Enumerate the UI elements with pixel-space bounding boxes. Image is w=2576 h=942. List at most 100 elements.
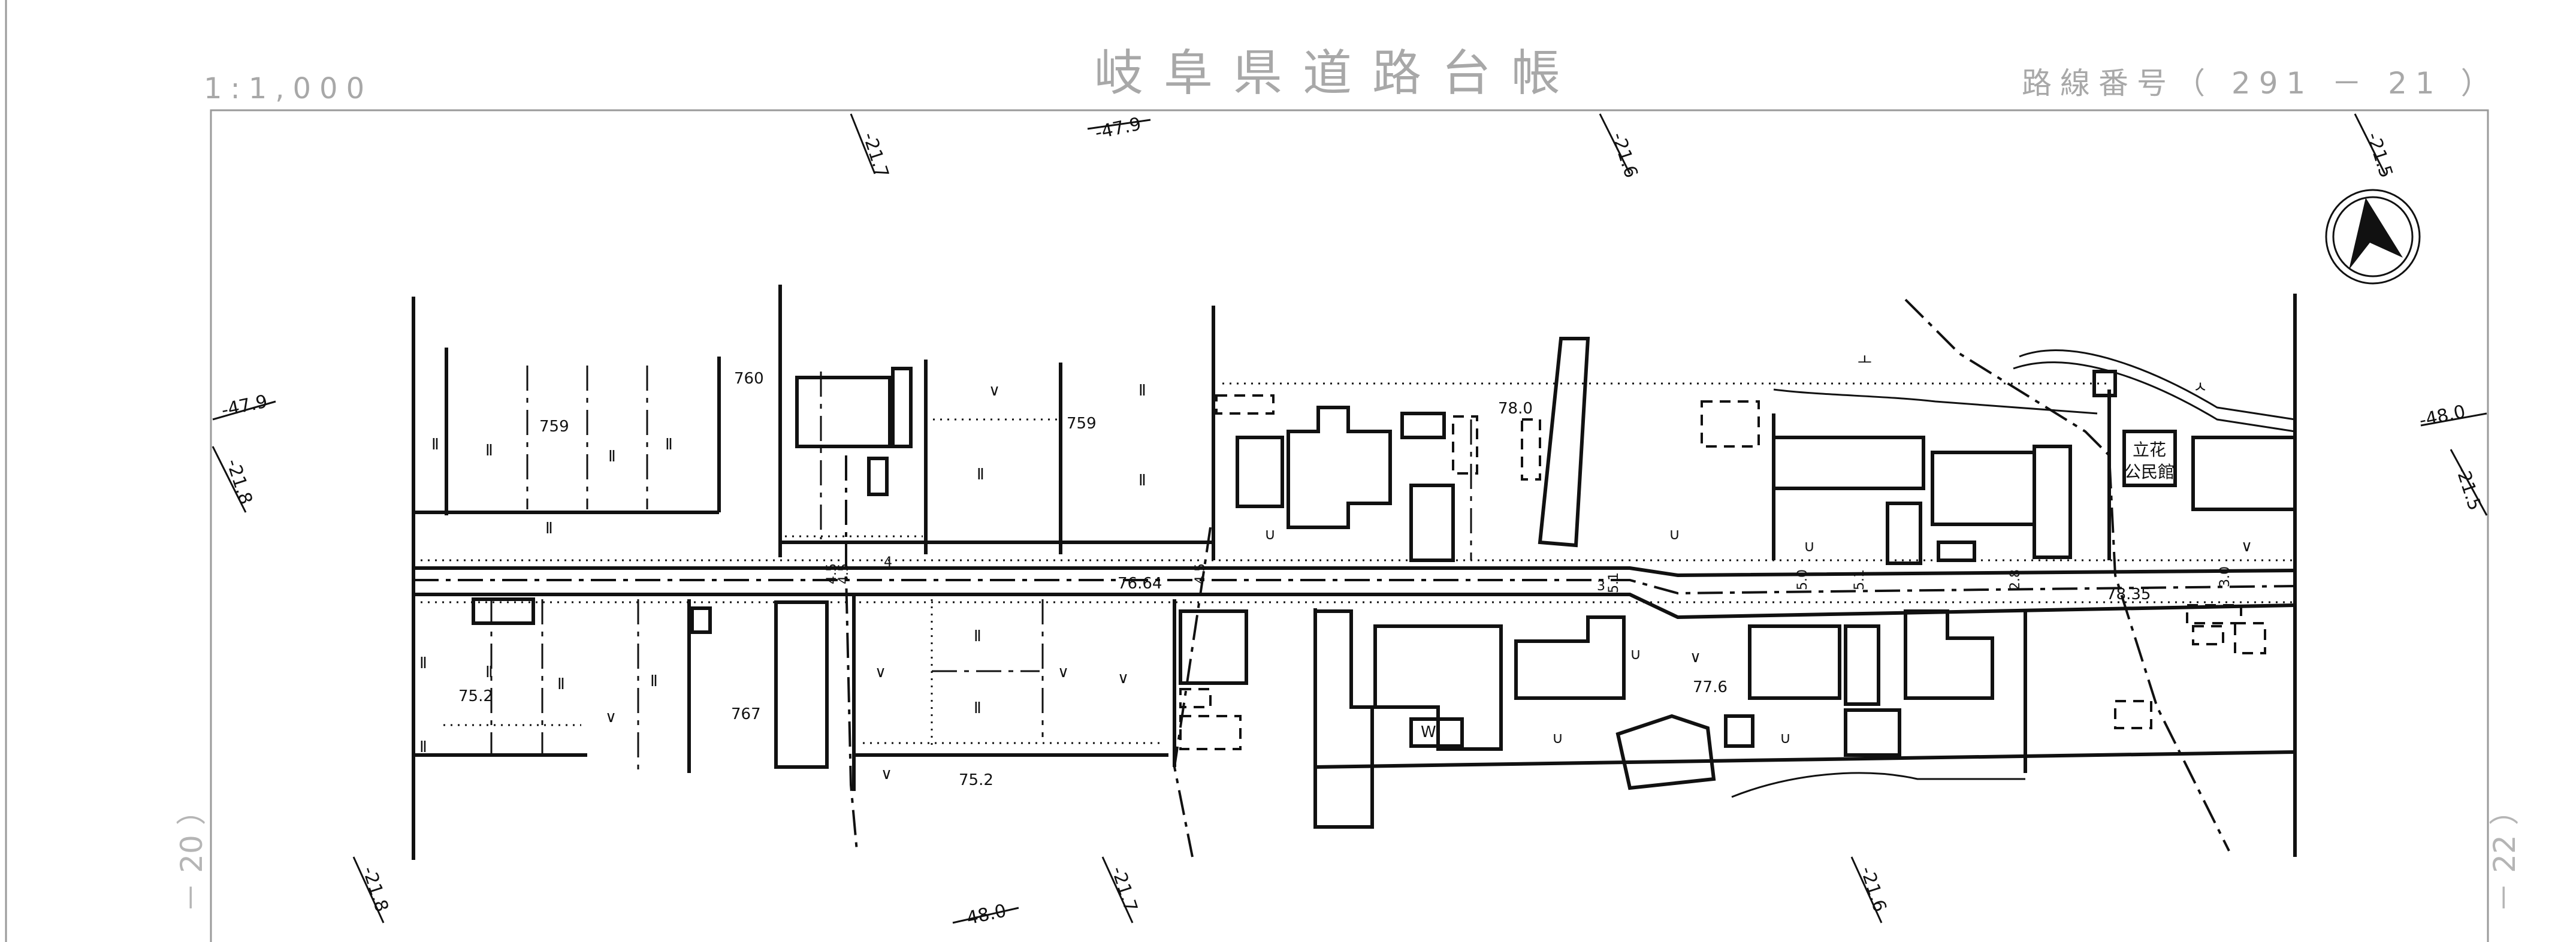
residence-mark: ∪ [1630,645,1641,663]
paddy-mark: Ⅱ [485,663,493,681]
grid-tick [850,113,876,174]
lot-number: 77.6 [1693,678,1728,696]
building [1844,624,1880,706]
building [1772,436,1925,490]
grid-tick [1599,113,1631,174]
planned-building [2186,604,2242,624]
grid-ticks [212,113,2488,924]
road-width: 4.5 [825,563,839,584]
building [1748,624,1841,700]
lot-number: 760 [734,370,764,388]
lot-number: 78.0 [1498,400,1533,418]
building [891,367,913,448]
road-elevation: 76.64 [1118,575,1162,593]
paddy-mark: Ⅱ [608,448,616,466]
buildings-north-planned [1215,394,1760,481]
scale-label: 1:1,000 [204,72,373,105]
residence-mark: ∪ [1552,729,1563,747]
sheet-title: 岐阜県道路台帳 [1094,45,1581,102]
planned-building [1179,715,1242,750]
planned-building [2114,700,2152,729]
coord-label: -48.0 [958,900,1008,930]
planned-building [1521,418,1541,481]
building [2092,370,2117,397]
building [1931,451,2036,526]
grid-tick [2450,449,2488,516]
planned-building [2234,622,2266,654]
route-number: 路線番号（ 291 － 21 ） [2022,66,2499,101]
planned-building [1452,415,1478,475]
road-width: 3.0 [2218,566,2233,587]
paddy-mark: Ⅱ [650,672,658,690]
lot-number: 75.2 [458,687,493,705]
building [472,597,535,625]
road-width: 4.5 [836,563,851,584]
building [690,606,712,634]
paddy-mark: Ⅱ [419,654,427,672]
grid-tick [212,446,247,513]
road-centerline [413,579,2296,595]
parcels-north [413,285,2111,560]
coord-label: -21.8 [358,864,392,915]
building [1844,708,1901,757]
building [2191,436,2297,511]
boundary-line [1173,527,1212,858]
facility-label-line1: 立花 [2133,440,2166,460]
road-edge-south [413,593,2296,620]
lot-numbers: 759 760 759 78.0 77.6 75.2 767 75.2 76.6… [458,370,2151,789]
road-width: 5.1 [1852,569,1867,590]
road-width: 4.5 [1193,563,1208,584]
field-mark: ∨ [875,663,886,681]
building [1886,502,1922,565]
grid-tick [1101,856,1134,923]
facility-label-line2: 公民館 [2124,462,2175,482]
buildings-north [795,337,2297,565]
coord-label: -47.9 [219,391,269,421]
bank-line [2013,361,2296,433]
paddy-mark: Ⅱ [974,627,982,645]
coord-label: -21.7 [1107,864,1141,915]
coord-label: -21.5 [2362,130,2396,181]
prefectural-road [413,559,2296,620]
building [867,457,889,496]
field-mark: ∨ [989,382,1000,400]
building [1538,337,1590,548]
map-frame [210,109,2489,942]
grid-tick [212,400,276,421]
field-mark: ∨ [1058,663,1069,681]
building [1409,484,1455,562]
paddy-mark: Ⅱ [485,442,493,460]
building [1904,609,1994,700]
building [795,376,892,448]
grid-tick [1087,119,1151,130]
road-width: 5.1 [1606,572,1621,593]
building [774,600,829,769]
boundary-line [845,455,858,852]
coord-label: -48.0 [2417,401,2467,431]
planned-building [1701,400,1760,448]
building [1615,714,1716,790]
road-width: 2.8 [2008,569,2023,590]
coord-label: -21.7 [858,130,892,181]
field-mark: ∨ [1118,669,1129,687]
grid-tick [1850,856,1883,923]
planned-building [2192,625,2224,645]
building [1373,624,1503,751]
parcels-south-dashed [490,599,1044,773]
lot-number: 767 [731,705,761,723]
building [1724,714,1754,748]
planned-building [1179,688,1212,708]
field-mark: ∨ [2241,538,2252,555]
paddy-mark: Ⅱ [974,699,982,717]
paddy-mark: Ⅱ [1138,382,1146,400]
coord-label: -21.6 [1856,864,1890,915]
coord-label: -21.6 [1607,130,1641,181]
coordinate-labels: -21.7 -47.9 -21.6 -21.5 -47.9 -21.8 -48.… [219,113,2485,930]
community-hall [2122,430,2177,487]
parcels-south-dotted [443,599,1162,749]
coord-label: -47.9 [1093,113,1143,143]
building [1179,609,1248,685]
buildings-south [472,597,1994,829]
water-mark: W [1421,723,1436,741]
road-width: 4 [884,555,892,570]
